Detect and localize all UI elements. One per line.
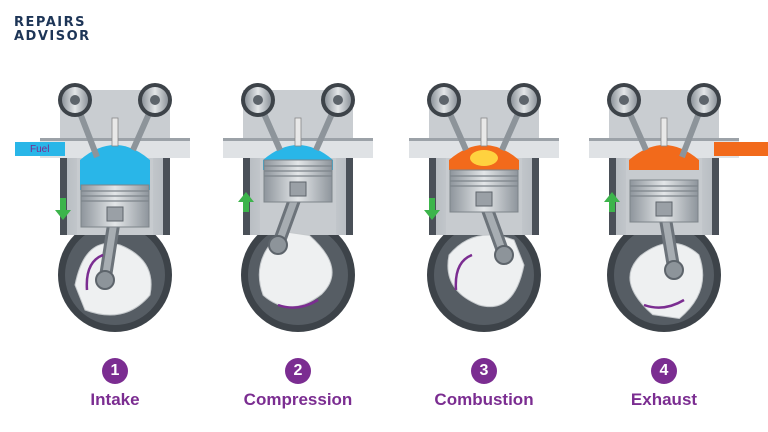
intake-port (15, 142, 65, 156)
stroke-name: Intake (90, 390, 140, 409)
stroke-number-badge: 4 (651, 358, 677, 384)
piston-direction-down-icon (424, 198, 440, 220)
fuel-label: Fuel (30, 144, 50, 155)
logo-line-1: REPAIRS (14, 15, 86, 30)
exhaust-cam-hub (333, 95, 343, 105)
engine-4 (589, 83, 768, 332)
stroke-number-badge: 1 (102, 358, 128, 384)
engine-3 (409, 83, 559, 332)
intake-cam-hub (253, 95, 263, 105)
wrist-pin (655, 201, 673, 217)
rotation-arrow (454, 253, 473, 291)
crank-pin (494, 245, 514, 265)
rotation-arrow (643, 298, 685, 309)
stroke-name: Combustion (434, 390, 534, 409)
exhaust-cam-hub (519, 95, 529, 105)
wrist-pin (475, 191, 493, 207)
wrist-pin (289, 181, 307, 197)
piston-direction-up-icon (238, 192, 254, 212)
exhaust-port (714, 142, 768, 156)
spark-plug (480, 117, 488, 147)
crank-pin (95, 270, 115, 290)
rotation-arrow (277, 298, 319, 309)
crank-pin (664, 260, 684, 280)
rotation-arrow (85, 253, 104, 291)
spark-plug (294, 117, 302, 147)
engine-1 (15, 83, 190, 332)
spark-plug (660, 117, 668, 147)
flame (470, 150, 498, 166)
stroke-name: Compression (243, 390, 353, 409)
piston-direction-down-icon (55, 198, 71, 220)
exhaust-cam-hub (699, 95, 709, 105)
spark-plug (111, 117, 119, 147)
intake-cam-hub (619, 95, 629, 105)
piston-direction-up-icon (604, 192, 620, 212)
intake-cam-hub (70, 95, 80, 105)
engine-2 (223, 83, 373, 332)
logo-line-2: ADVISOR (14, 29, 91, 44)
exhaust-cam-hub (150, 95, 160, 105)
stroke-number-badge: 3 (471, 358, 497, 384)
stroke-number-badge: 2 (285, 358, 311, 384)
stroke-name: Exhaust (630, 390, 698, 409)
intake-cam-hub (439, 95, 449, 105)
crank-pin (268, 235, 288, 255)
repairs-advisor-logo: REPAIRS ADVISOR (14, 16, 91, 44)
piston (629, 179, 699, 223)
wrist-pin (106, 206, 124, 222)
